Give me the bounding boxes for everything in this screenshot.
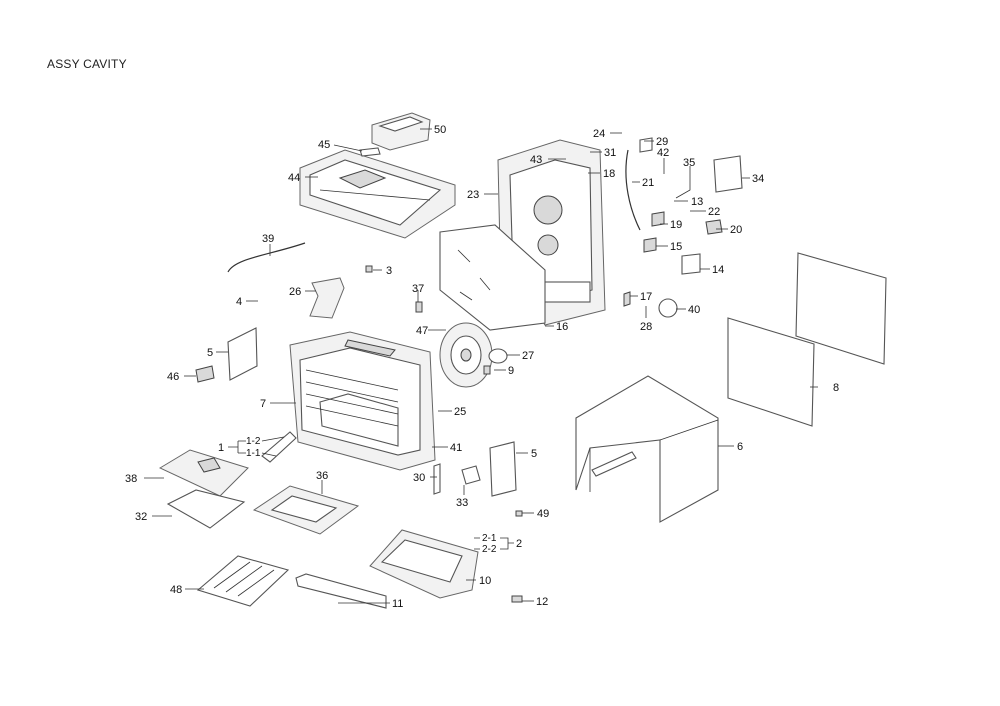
callout-19: 19 — [670, 219, 682, 231]
callout-15: 15 — [670, 241, 682, 253]
part-44-top-frame — [299, 149, 456, 239]
callout-16: 16 — [556, 321, 568, 333]
callout-35: 35 — [683, 157, 695, 169]
part-32-plate — [166, 489, 246, 529]
part-50-vent-cover — [371, 112, 431, 151]
part-39-wire — [227, 242, 306, 273]
callout-38: 38 — [125, 473, 137, 485]
callout-43: 43 — [530, 154, 542, 166]
callout-23: 23 — [467, 189, 479, 201]
callout-46: 46 — [167, 371, 179, 383]
callout-47: 47 — [416, 325, 428, 337]
callout-39: 39 — [262, 233, 274, 245]
part-46-switch — [195, 365, 215, 383]
callout-10: 10 — [479, 575, 491, 587]
callout-27: 27 — [522, 350, 534, 362]
leader-lines — [144, 128, 818, 604]
part-26-duct — [309, 277, 345, 319]
callout-12: 12 — [536, 596, 548, 608]
callout-34: 34 — [752, 173, 764, 185]
callout-7: 7 — [260, 398, 266, 410]
callout-26: 26 — [289, 286, 301, 298]
callout-1: 1 — [218, 442, 224, 454]
part-48-tray — [196, 555, 290, 607]
callout-4: 4 — [236, 296, 242, 308]
callout-2: 2 — [516, 538, 522, 550]
callout-49: 49 — [537, 508, 549, 520]
callout-33: 33 — [456, 497, 468, 509]
part-6-outer-cabinet — [575, 375, 719, 523]
part-5-left-panel — [227, 327, 258, 381]
electrical-components — [623, 137, 743, 318]
callout-32: 32 — [135, 511, 147, 523]
part-47-fan — [439, 322, 493, 388]
callout-40: 40 — [688, 304, 700, 316]
part-36-oven-bottom — [252, 485, 360, 535]
misc-small-parts — [365, 265, 523, 603]
callout-5-left: 5 — [207, 347, 213, 359]
callout-45: 45 — [318, 139, 330, 151]
callout-50: 50 — [434, 124, 446, 136]
callout-2-2: 2-2 — [482, 544, 497, 555]
callout-36: 36 — [316, 470, 328, 482]
part-45-bracket — [359, 147, 381, 157]
callout-25: 25 — [454, 406, 466, 418]
callout-14: 14 — [712, 264, 724, 276]
callout-6: 6 — [737, 441, 743, 453]
callout-28: 28 — [640, 321, 652, 333]
callout-42: 42 — [657, 147, 669, 159]
part-27-motor — [488, 348, 508, 364]
part-38-bottom-cover — [158, 449, 249, 497]
callout-17: 17 — [640, 291, 652, 303]
callout-labels: 50 45 44 39 3 4 26 37 5 46 7 1 1-2 1-1 3… — [125, 124, 839, 610]
part-16-back-plate — [439, 224, 546, 331]
callout-2-1: 2-1 — [482, 533, 497, 544]
diagram-title: ASSY CAVITY — [47, 57, 127, 71]
part-8-door-glass — [727, 252, 887, 427]
part-9-clip — [483, 365, 491, 375]
callout-1-2: 1-2 — [246, 436, 261, 447]
callout-18: 18 — [603, 168, 615, 180]
callout-1-1: 1-1 — [246, 448, 261, 459]
callout-22: 22 — [708, 206, 720, 218]
callout-48: 48 — [170, 584, 182, 596]
callout-21: 21 — [642, 177, 654, 189]
callout-3: 3 — [386, 265, 392, 277]
callout-44: 44 — [288, 172, 300, 184]
callout-13: 13 — [691, 196, 703, 208]
part-11-strip — [295, 573, 387, 609]
callout-8: 8 — [833, 382, 839, 394]
callout-30: 30 — [413, 472, 425, 484]
part-10-drawer-frame — [369, 529, 479, 599]
callout-11: 11 — [392, 598, 403, 610]
part-1-hinge — [261, 431, 297, 463]
callout-24: 24 — [593, 128, 605, 140]
callout-31: 31 — [604, 147, 616, 159]
callout-9: 9 — [508, 365, 514, 377]
callout-37: 37 — [412, 283, 424, 295]
callout-5-right: 5 — [531, 448, 537, 460]
callout-41: 41 — [450, 442, 462, 454]
callout-29: 29 — [656, 136, 668, 148]
part-7-25-cavity — [289, 331, 436, 471]
callout-20: 20 — [730, 224, 742, 236]
